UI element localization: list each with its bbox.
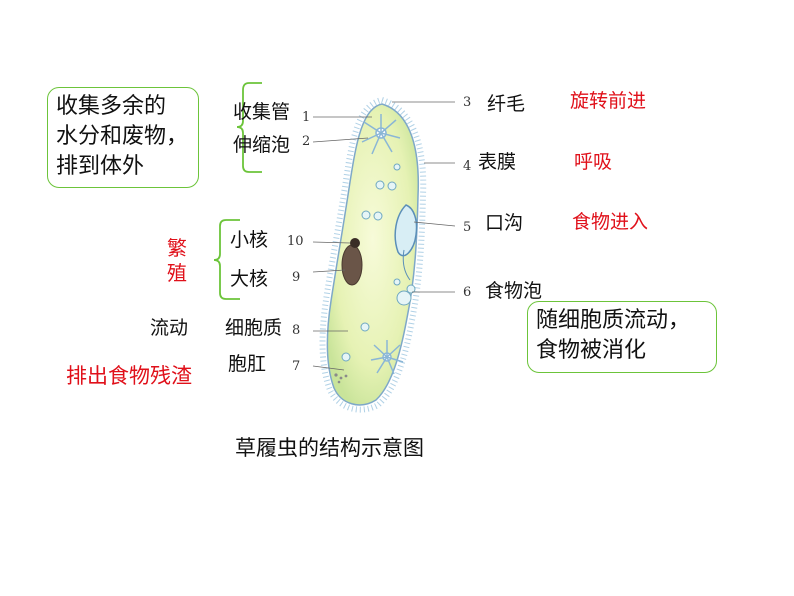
macronucleus	[341, 244, 363, 286]
box-line: 食物被消化	[536, 338, 647, 363]
reproduction-label: 繁 殖	[167, 236, 187, 286]
label-pellicle: 表膜	[478, 151, 517, 173]
num-4: 4	[463, 159, 472, 174]
label-oral-groove: 口沟	[485, 212, 524, 234]
function-oral-groove: 食物进入	[572, 211, 649, 233]
cilia	[319, 96, 427, 413]
label-cytoplasm: 细胞质	[225, 317, 283, 339]
contractile-function-box: 收集多余的 水分和废物， 排到体外	[47, 87, 199, 188]
cell-body	[326, 103, 420, 406]
label-collecting-canal: 收集管	[233, 101, 291, 123]
reproduction-char: 繁	[167, 236, 187, 260]
leader-lines-left	[312, 116, 372, 371]
function-cilia: 旋转前进	[570, 90, 647, 112]
label-cytoproct: 胞肛	[228, 353, 267, 375]
label-flow: 流动	[150, 317, 189, 339]
label-macronucleus: 大核	[230, 268, 269, 290]
leader-lines-right	[392, 101, 456, 293]
num-7: 7	[292, 359, 301, 374]
waste-particles	[334, 373, 348, 384]
num-2: 2	[302, 134, 311, 149]
box-line: 随细胞质流动，	[536, 308, 691, 333]
label-micronucleus: 小核	[230, 229, 269, 251]
label-food-vacuole: 食物泡	[485, 280, 543, 302]
bracket-lower	[213, 219, 240, 300]
food-vacuoles	[341, 163, 416, 362]
num-6: 6	[463, 285, 472, 300]
label-cilia: 纤毛	[487, 93, 526, 115]
oral-groove	[394, 204, 418, 257]
box-line: 收集多余的	[56, 94, 167, 119]
reproduction-char: 殖	[167, 261, 187, 285]
num-1: 1	[302, 110, 311, 125]
box-line: 排到体外	[56, 154, 145, 179]
box-line: 水分和废物，	[56, 124, 189, 149]
num-10: 10	[287, 234, 304, 249]
contractile-vacuole-lower	[370, 340, 404, 375]
bracket-upper	[236, 82, 262, 173]
diagram-caption: 草履虫的结构示意图	[235, 436, 424, 460]
num-9: 9	[292, 270, 301, 285]
num-5: 5	[463, 220, 472, 235]
function-pellicle: 呼吸	[574, 151, 613, 173]
label-contractile-vacuole: 伸缩泡	[233, 134, 291, 156]
food-vacuole-function-box: 随细胞质流动， 食物被消化	[527, 301, 717, 373]
micronucleus	[350, 238, 360, 248]
num-8: 8	[292, 323, 301, 338]
waste-label: 排出食物残渣	[66, 364, 192, 388]
num-3: 3	[463, 95, 472, 110]
contractile-vacuole-upper	[361, 114, 401, 155]
